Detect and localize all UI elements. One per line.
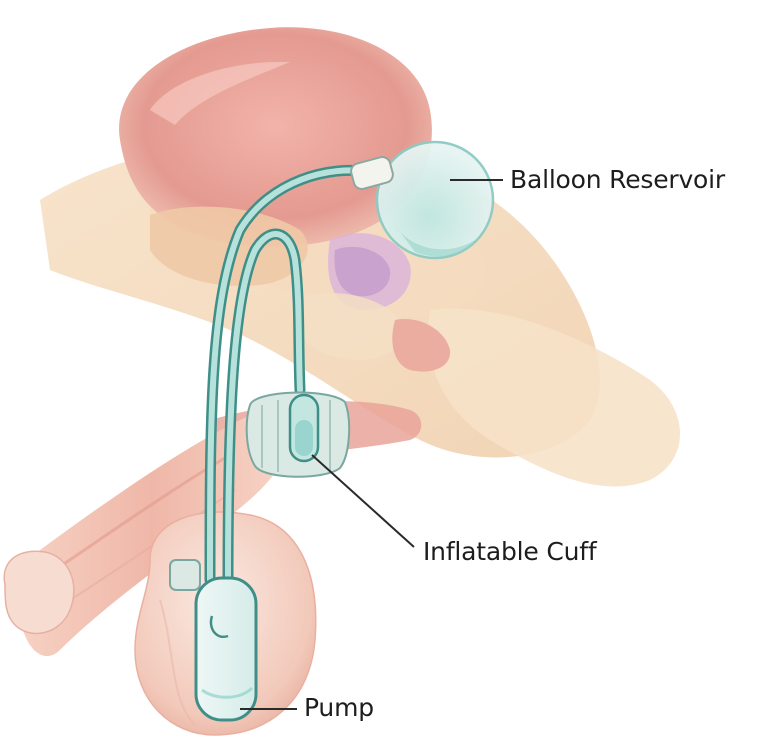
inflatable-cuff — [247, 393, 349, 477]
balloon-reservoir-label: Balloon Reservoir — [510, 165, 725, 194]
pump-label: Pump — [304, 693, 374, 722]
cuff-leader-line — [312, 455, 414, 547]
inflatable-cuff-label: Inflatable Cuff — [423, 537, 596, 566]
